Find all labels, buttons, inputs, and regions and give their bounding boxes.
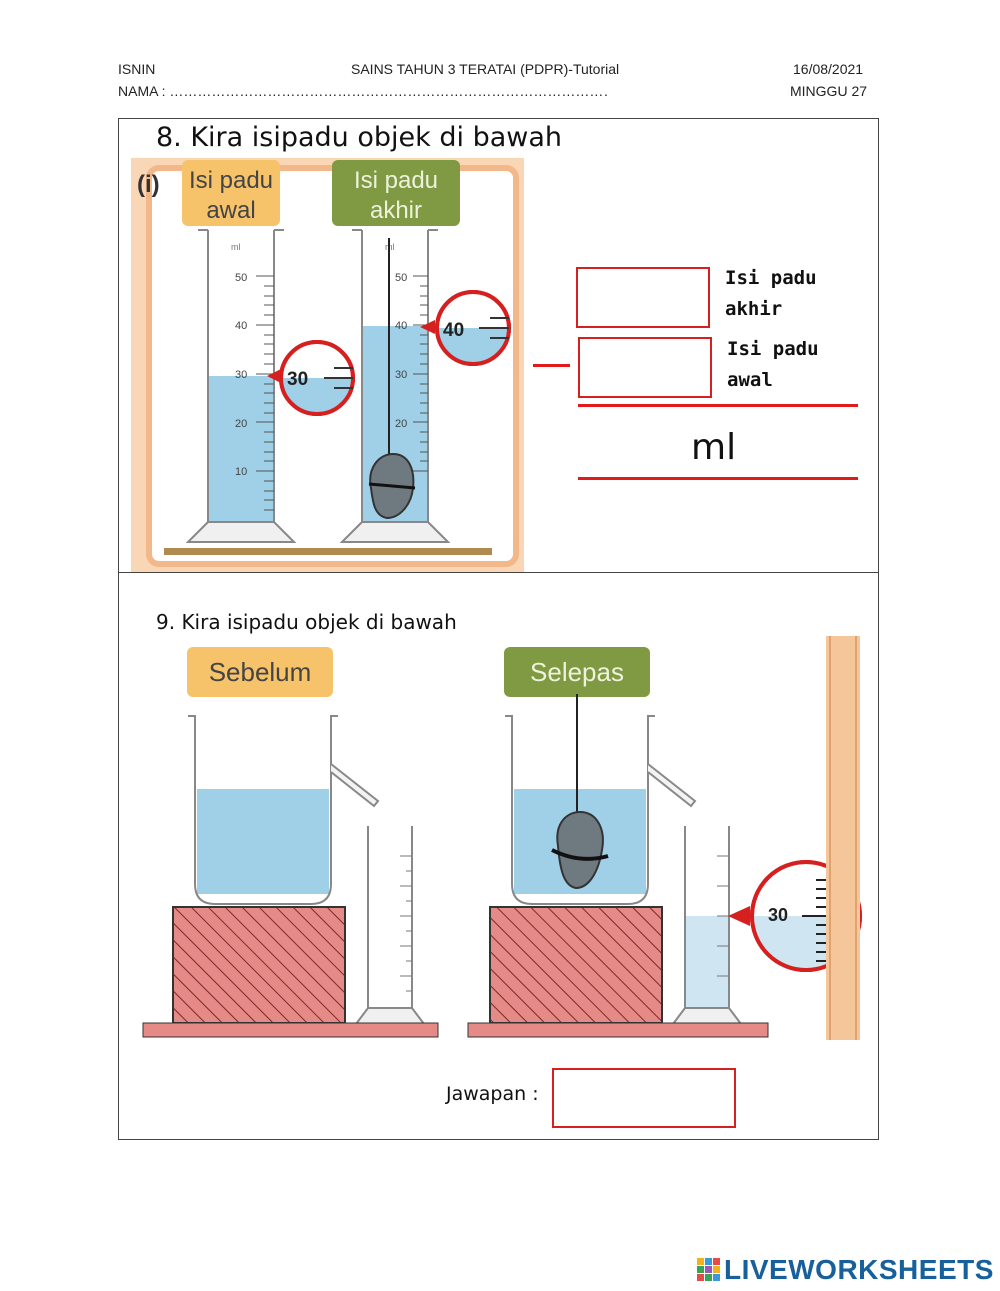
q8-cylinders-illustration: (i) Isi padu awal Isi padu akhir ml 50 4…	[131, 158, 524, 572]
liveworksheets-brand: LIVEWORKSHEETS	[724, 1254, 994, 1285]
q8-final-label-line2: akhir	[725, 298, 783, 320]
q8-final-volume-input[interactable]	[576, 267, 710, 328]
header-subject: SAINS TAHUN 3 TERATAI (PDPR)-Tutorial	[351, 61, 620, 77]
q8-final-tick-30: 30	[395, 369, 407, 381]
q8-result-unit: ml	[691, 427, 737, 468]
q8-initial-reading: 30	[287, 369, 308, 390]
q9-answer-label: Jawapan :	[446, 1083, 539, 1105]
header-week: MINGGU 27	[790, 83, 868, 99]
q9-overflow-illustration: Sebelum Selepas	[142, 636, 862, 1040]
q8-final-label-line1: Isi padu	[725, 267, 817, 289]
q9-answer-input[interactable]	[552, 1068, 736, 1128]
q8-result-line	[578, 477, 858, 480]
q8-title: 8. Kira isipadu objek di bawah	[156, 122, 563, 153]
header-date: 16/08/2021	[793, 61, 864, 77]
q8-tag-initial-line2: awal	[206, 197, 255, 224]
q8-initial-tick-40: 40	[235, 320, 247, 332]
q8-panel-label: (i)	[137, 171, 160, 198]
q8-final-reading: 40	[443, 320, 464, 341]
q9-tag-before: Sebelum	[209, 657, 312, 687]
header-name-label: NAMA : …………………………………………………………………………………………	[118, 83, 608, 99]
header-day: ISNIN	[118, 61, 156, 77]
q8-initial-label-line2: awal	[727, 369, 773, 391]
q8-initial-label-line1: Isi padu	[727, 338, 819, 360]
q8-final-tick-40: 40	[395, 320, 407, 332]
worksheet-frame	[118, 118, 879, 1140]
after-setup: 30	[489, 636, 862, 1040]
q8-initial-volume-input[interactable]	[578, 337, 712, 398]
q8-initial-unit: ml	[231, 242, 241, 252]
q8-subtraction-line	[578, 404, 858, 407]
q8-initial-tick-30: 30	[235, 369, 247, 381]
final-cylinder: ml 50 40 30 20 10 40	[339, 229, 511, 543]
q8-initial-tick-50: 50	[235, 272, 247, 284]
q9-overflow-reading: 30	[768, 905, 788, 925]
liveworksheets-logo: LIVEWORKSHEETS	[697, 1254, 994, 1286]
question-divider	[118, 572, 879, 573]
q8-minus-sign	[533, 364, 570, 367]
q9-tag-after: Selepas	[530, 657, 624, 687]
q8-final-tick-50: 50	[395, 272, 407, 284]
q8-final-tick-20: 20	[395, 418, 407, 430]
q9-title: 9. Kira isipadu objek di bawah	[156, 610, 457, 634]
q8-tag-final-line1: Isi padu	[354, 167, 438, 194]
q8-initial-tick-20: 20	[235, 418, 247, 430]
q8-tag-final-line2: akhir	[370, 197, 422, 224]
initial-cylinder: ml 50 40 30 20 10 30	[185, 229, 355, 543]
liveworksheets-logo-icon	[697, 1258, 720, 1281]
q8-initial-tick-10: 10	[235, 466, 247, 478]
before-setup	[172, 715, 426, 1025]
q8-tag-initial-line1: Isi padu	[189, 167, 273, 194]
